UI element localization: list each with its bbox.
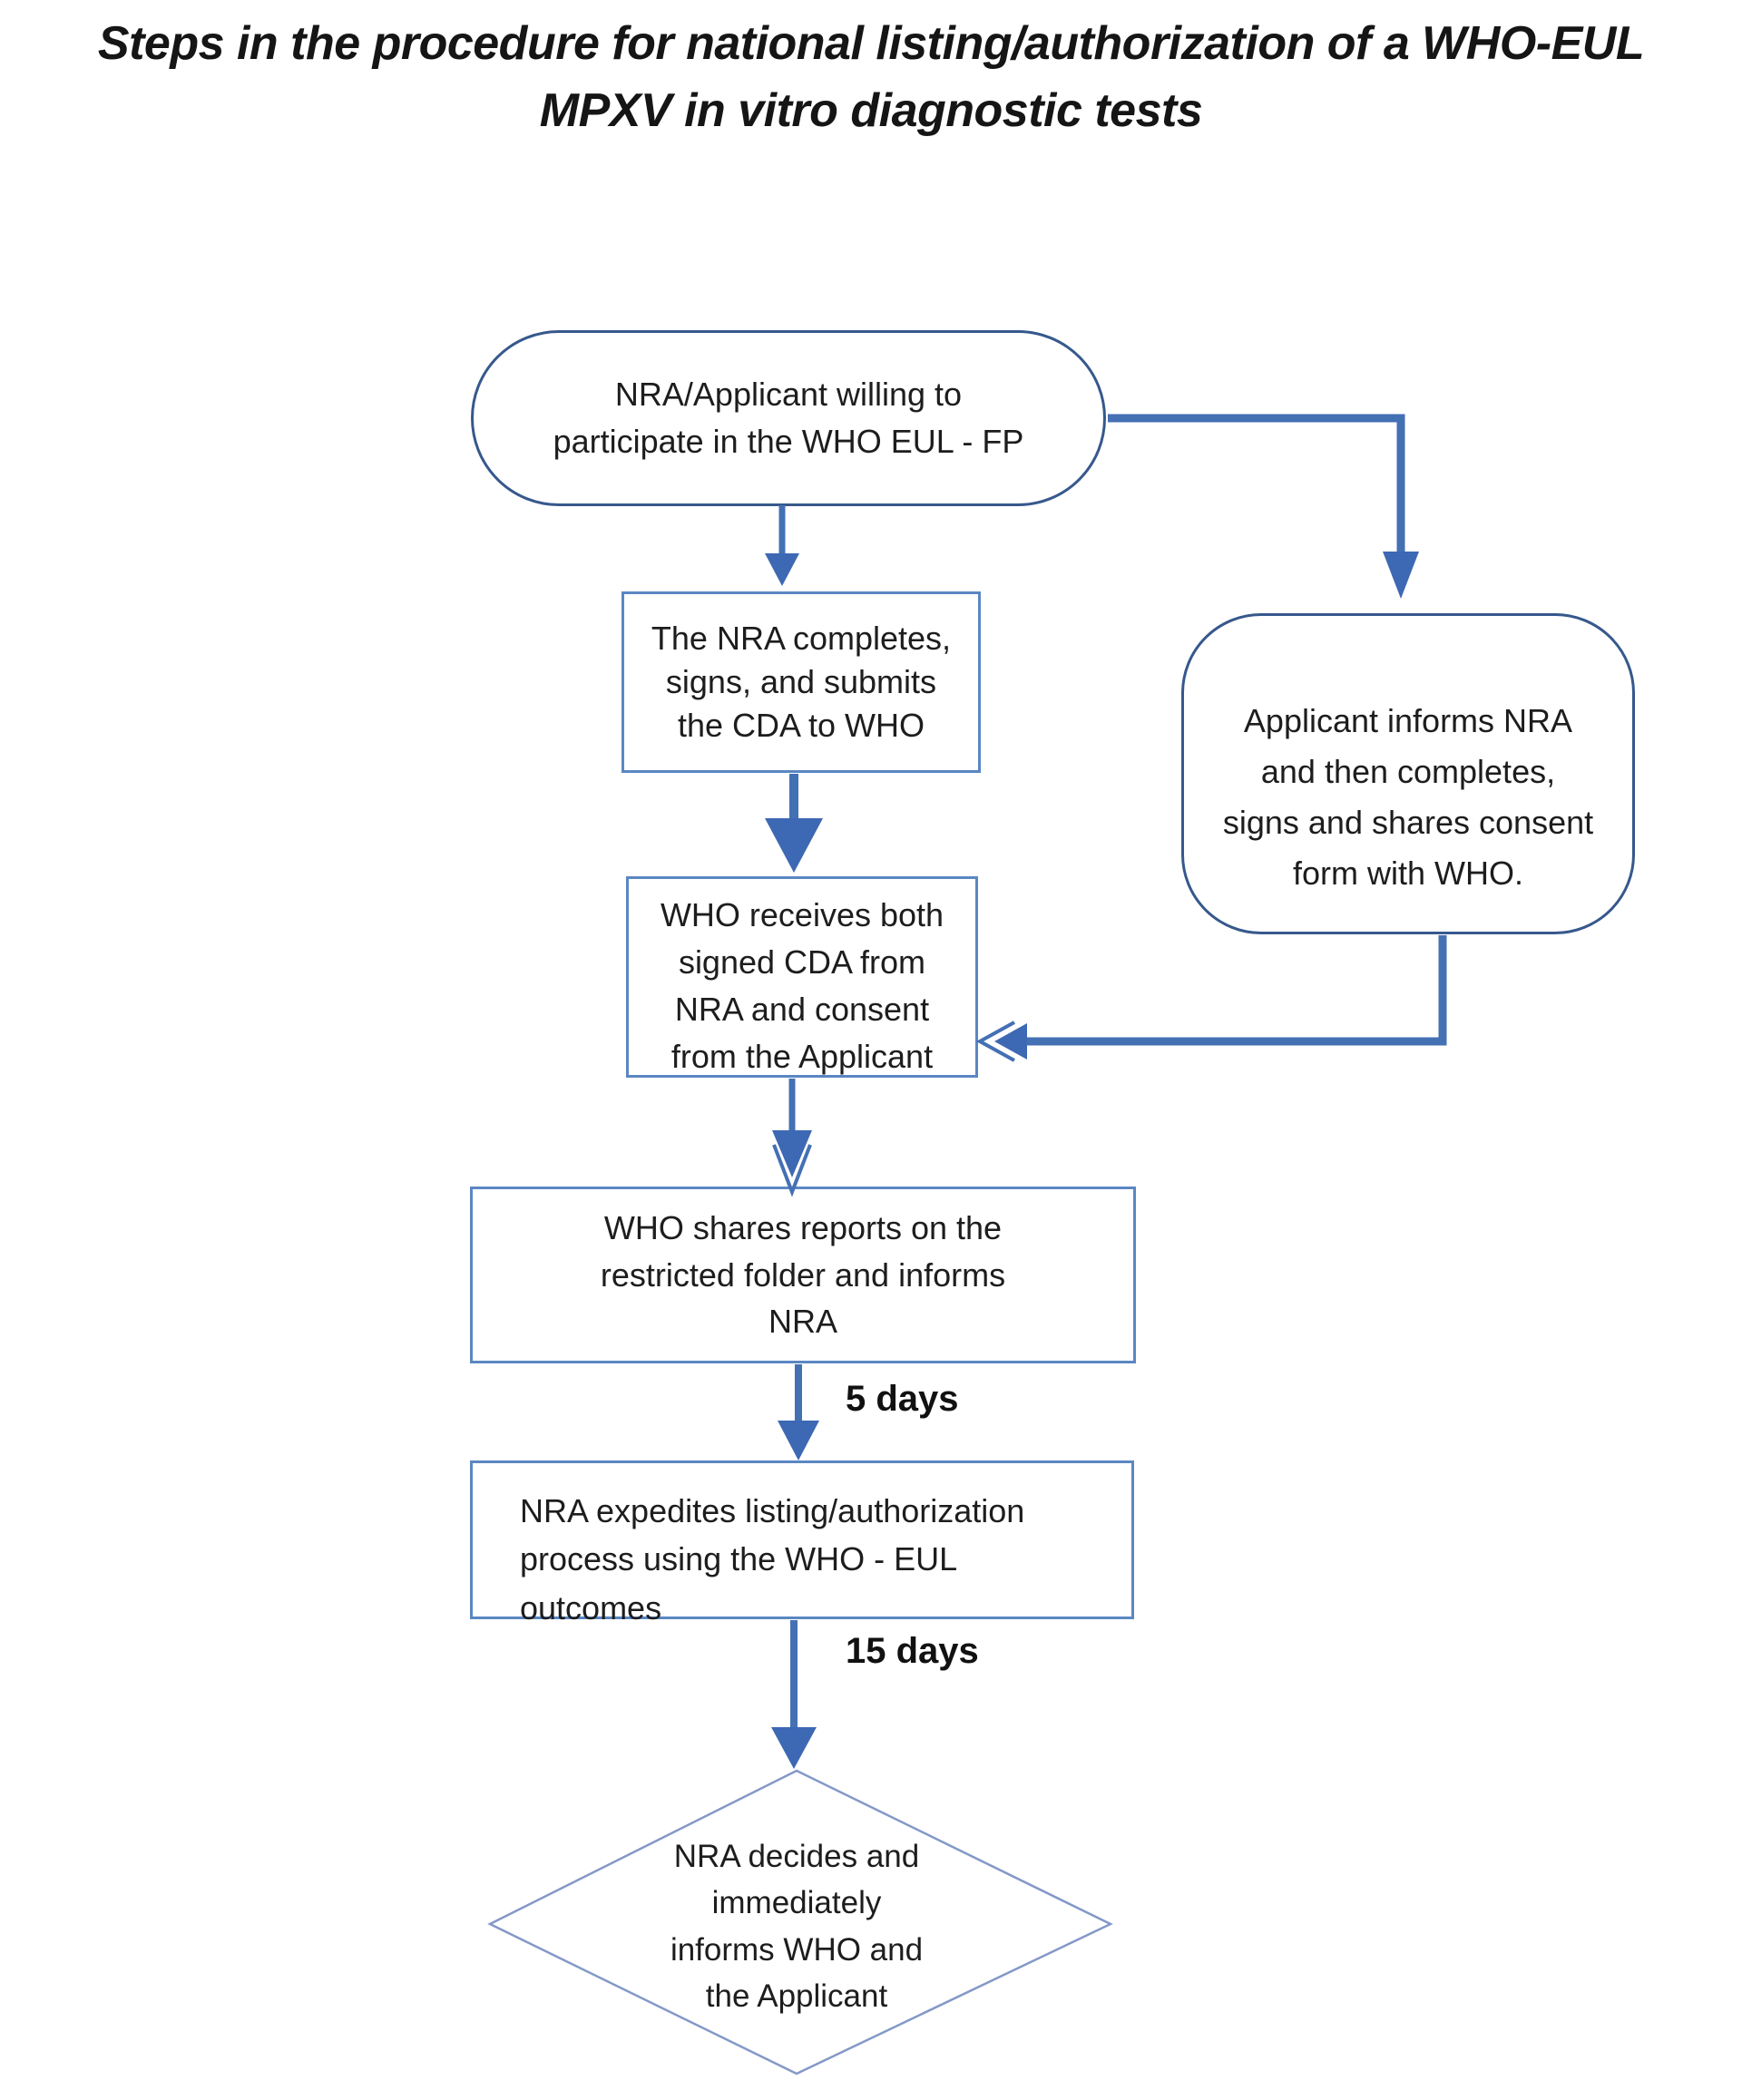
arrowhead-nra-cda-to-who-receives bbox=[765, 818, 823, 873]
node-nra-expedites-label: NRA expedites listing/authorization proc… bbox=[520, 1492, 1025, 1626]
arrowhead-outline-applicant-consent-to-who-receives bbox=[975, 1021, 1015, 1062]
edge-label-5-days: 5 days bbox=[846, 1379, 959, 1419]
arrowhead-start-to-nra-cda bbox=[765, 553, 799, 586]
arrowhead-who-shares-to-nra-expedites bbox=[778, 1421, 819, 1460]
node-who-shares-label: WHO shares reports on the restricted fol… bbox=[600, 1208, 1006, 1341]
node-who-receives-label: WHO receives both signed CDA from NRA an… bbox=[660, 896, 944, 1075]
arrowhead-who-receives-to-who-shares bbox=[772, 1130, 812, 1177]
flowchart-node-who-shares-reports: WHO shares reports on the restricted fol… bbox=[470, 1187, 1136, 1363]
flowchart-node-nra-decides: NRA decides and immediately informs WHO … bbox=[670, 1838, 924, 2014]
page-title: Steps in the procedure for national list… bbox=[97, 17, 1645, 137]
flowchart-node-start: NRA/Applicant willing to participate in … bbox=[471, 330, 1106, 506]
connector-applicant-consent-to-who-receives bbox=[1025, 935, 1447, 1046]
arrowhead-start-to-applicant-consent bbox=[1383, 552, 1419, 599]
node-start-label: NRA/Applicant willing to participate in … bbox=[553, 376, 1024, 460]
arrowhead-outline-who-receives-to-who-shares bbox=[772, 1144, 812, 1197]
flowchart-node-nra-completes-cda: The NRA completes, signs, and submits th… bbox=[621, 591, 981, 773]
arrowhead-nra-expedites-to-nra-decides bbox=[771, 1727, 817, 1769]
flowchart-node-nra-expedites: NRA expedites listing/authorization proc… bbox=[470, 1460, 1134, 1626]
node-nra-cda-label: The NRA completes, signs, and submits th… bbox=[651, 619, 952, 745]
edge-label-15-days: 15 days bbox=[846, 1631, 979, 1671]
arrowhead-applicant-consent-to-who-receives bbox=[994, 1023, 1027, 1060]
node-applicant-consent-label: Applicant informs NRA and then completes… bbox=[1222, 702, 1594, 892]
flowchart-node-applicant-consent: Applicant informs NRA and then completes… bbox=[1181, 613, 1635, 934]
flowchart-node-who-receives: WHO receives both signed CDA from NRA an… bbox=[626, 876, 978, 1078]
connector-start-to-applicant-consent bbox=[1108, 414, 1405, 555]
